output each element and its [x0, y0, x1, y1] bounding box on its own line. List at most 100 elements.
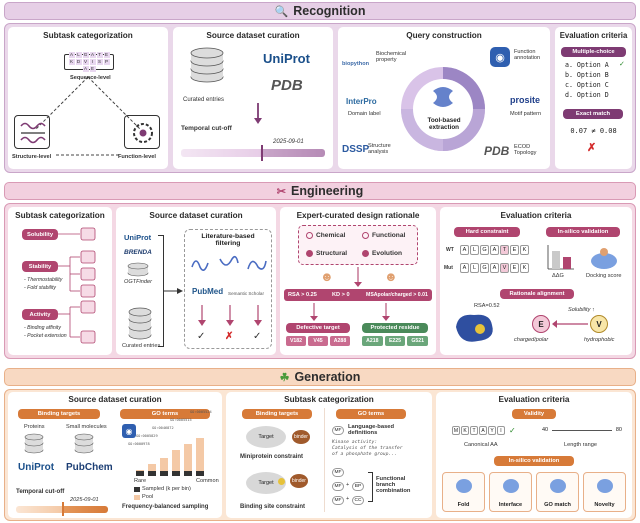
sequence-letter: A: [68, 52, 75, 58]
activity-item-1: - Binding affinity: [24, 325, 61, 331]
tool-based-extraction: Tool-based extraction: [427, 117, 461, 131]
motif-pattern: Motif pattern: [510, 111, 542, 117]
solubility-up-label: Solubility ↑: [568, 307, 595, 313]
structure-level-label: Structure-level: [12, 154, 52, 160]
recognition-title: Recognition: [293, 4, 366, 18]
brenda-logo: BRENDA: [124, 249, 152, 256]
validity-pill: Validity: [512, 409, 556, 419]
metric-label: Fold: [457, 502, 470, 508]
stability-item-2: - Fold stability: [24, 285, 56, 291]
structure-level-icon: [14, 115, 50, 149]
site-target: Target: [246, 472, 286, 494]
conditions-row: [284, 289, 432, 301]
subtask-branch-lines: [58, 227, 96, 344]
length-range-label: Length range: [564, 442, 597, 448]
wt-label: WT: [446, 247, 454, 253]
node-e: E: [532, 315, 550, 333]
protein-surface-icon: [456, 314, 493, 342]
recognition-timeline: [181, 149, 325, 157]
domain-label: Domain label: [348, 111, 381, 117]
metric-box: GO match: [536, 472, 579, 512]
mc-option: b. Option B: [565, 71, 609, 79]
recognition-cutoff-date: 2025-09-01: [273, 139, 304, 145]
metric-icon: [502, 479, 519, 493]
function-annotation: Function annotation: [514, 49, 541, 61]
go-id-label: GO:0046872: [152, 426, 174, 430]
residue-cell: A: [490, 245, 499, 255]
source-bracket: [158, 235, 164, 347]
generation-title: Generation: [294, 370, 361, 384]
condition-msa: MSApolar/charged > 0.01: [366, 292, 428, 298]
recognition-query-title: Query construction: [406, 31, 482, 40]
g-cutoff-label: Temporal cut-off: [16, 488, 65, 495]
sampled-bar: [184, 471, 192, 476]
activity-pill: Activity: [22, 309, 58, 320]
residue-chip: V45: [308, 336, 328, 346]
metric-box: Interface: [489, 472, 532, 512]
scissors-icon: ✂: [276, 185, 286, 198]
sampled-bar: [196, 471, 204, 476]
ddg-bar-icon: [547, 245, 574, 270]
multiple-choice-label: Multiple-choice: [561, 47, 626, 57]
small-molecules-label: Small molecules: [66, 424, 107, 430]
sequence-letter: D: [75, 59, 82, 65]
in-silico-validation-pill: In-silico validation: [546, 227, 620, 237]
protein-icons-row: [191, 255, 267, 271]
sequence-letter: S: [96, 59, 103, 65]
residue-chip: A288: [330, 336, 350, 346]
e-uniprot-logo: UniProt: [124, 233, 152, 242]
g-database-icon: [24, 433, 44, 454]
charged-polar-label: charged/polar: [514, 337, 549, 343]
residue-cell: G: [480, 245, 489, 255]
g-molecule-db-icon: [74, 433, 94, 454]
sampled-bar: [148, 471, 156, 476]
stability-pill: Stability: [22, 261, 58, 272]
pool-bar: [172, 450, 180, 476]
metric-icon: [596, 479, 613, 493]
residue-chip: V182: [286, 336, 306, 346]
function-level-label: Function-level: [118, 154, 156, 160]
residue-cell: L: [470, 245, 479, 255]
engineering-eval-title: Evaluation criteria: [500, 211, 572, 220]
ddg-label: ΔΔG: [552, 273, 564, 279]
mf-badge-1: MF: [332, 426, 344, 435]
solubility-pill: Solubility: [22, 229, 58, 240]
sequence-letter: A: [82, 66, 89, 72]
canonical-aa-label: Canonical AA: [464, 442, 498, 448]
metric-label: Interface: [498, 502, 523, 508]
condition-kd: KD > 0: [332, 292, 350, 298]
canonical-residue: A: [479, 426, 487, 435]
engineering-dataset-card: Source dataset curation UniProt BRENDA O…: [116, 207, 276, 355]
pubchem-logo: PubChem: [66, 462, 113, 473]
biochemical-property: Biochemical property: [376, 51, 407, 63]
rationale-arrows: [310, 267, 390, 321]
expert-person-1-icon: ☻: [320, 269, 334, 284]
residue-cell: E: [510, 263, 519, 273]
metric-label: GO match: [544, 502, 571, 508]
length-range-graphic: 40 80: [542, 424, 622, 436]
binding-site-constraint: Binding site constraint: [240, 504, 306, 510]
defective-target-pill: Defective target: [286, 323, 350, 333]
ogtfinder-label: OGTFinder: [124, 279, 152, 285]
recognition-query-card: Query construction Tool-based extraction…: [338, 27, 550, 169]
condition-rsa: RSA > 0.25: [288, 292, 317, 298]
plus-2: +: [346, 496, 350, 502]
recognition-subtask-title: Subtask categorization: [43, 31, 133, 40]
bp-badge: BP: [352, 482, 364, 491]
literature-filter-box: [184, 229, 272, 349]
rare-label: Rare: [134, 478, 147, 484]
sprout-icon: ☘: [279, 371, 290, 384]
pool-swatch: [134, 495, 140, 500]
g-binding-targets-pill: Binding targets: [18, 409, 100, 419]
exact-match-expression: 0.07 ≠ 0.08: [570, 127, 617, 135]
rationale-title: Expert-curated design rationale: [296, 211, 420, 220]
e-curated-entries: Curated entries: [122, 343, 161, 349]
residue-cell: A: [490, 263, 499, 273]
magnifier-icon: 🔍: [274, 5, 289, 18]
branch-bracket: [368, 472, 373, 502]
engineering-eval-card: Evaluation criteria Hard constraint In-s…: [440, 207, 632, 355]
docking-icon: [591, 248, 617, 269]
